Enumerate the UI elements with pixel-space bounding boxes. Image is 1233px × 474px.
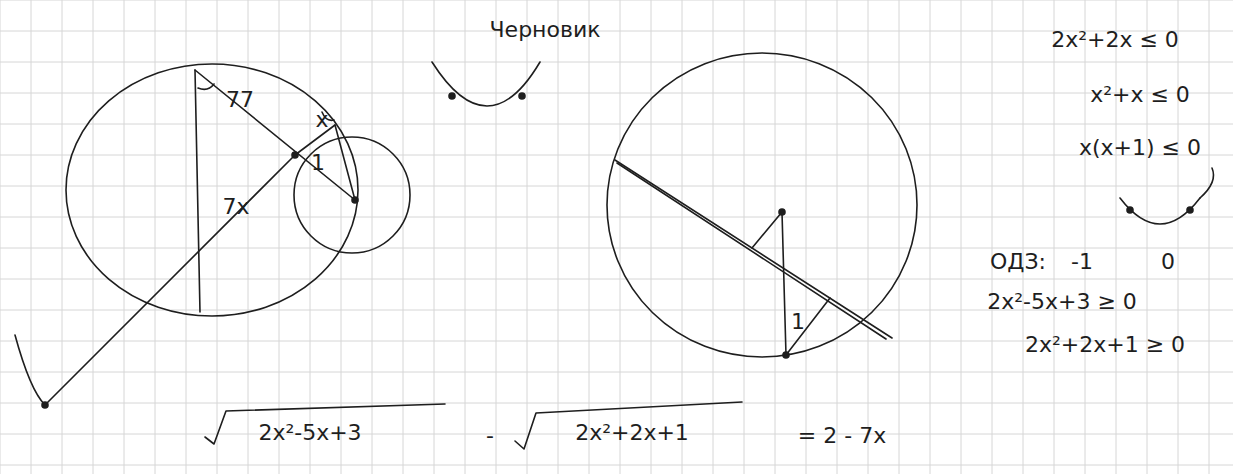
circle <box>607 53 917 357</box>
inequality: x(x+1) ≤ 0 <box>1079 136 1201 160</box>
point <box>779 209 785 215</box>
grid-line <box>0 31 1233 32</box>
grid-line <box>0 279 1233 280</box>
grid-line <box>0 124 1233 125</box>
domain-label: ОДЗ: <box>990 250 1046 274</box>
point <box>292 152 298 158</box>
segment-label: 7x <box>222 195 249 219</box>
point <box>42 402 48 408</box>
inequality: 2x²+2x ≤ 0 <box>1051 28 1179 52</box>
perpendicular <box>786 298 830 355</box>
parabola-sketch <box>432 62 540 106</box>
grid-line <box>0 217 1233 218</box>
title: Черновик <box>490 18 601 42</box>
chord <box>195 70 355 200</box>
inequality: 2x²+2x+1 ≥ 0 <box>1025 333 1185 357</box>
grid-line <box>0 62 1233 63</box>
point <box>352 197 358 203</box>
grid-line <box>0 465 1233 466</box>
segment <box>335 125 355 200</box>
segment-label: x <box>315 108 328 132</box>
segment-label: 1 <box>791 310 805 334</box>
grid-line <box>0 0 1233 1</box>
point <box>1127 207 1133 213</box>
grid-line <box>0 372 1233 373</box>
chord <box>195 70 200 312</box>
point <box>1187 207 1193 213</box>
small-circle <box>294 137 410 253</box>
perpendicular <box>752 212 782 248</box>
point <box>449 93 455 99</box>
operator: - <box>486 424 494 448</box>
point <box>783 352 789 358</box>
secant <box>45 155 295 405</box>
parabola-sketch <box>1120 198 1200 224</box>
grid-line <box>0 403 1233 404</box>
angle-label: 77 <box>226 88 254 112</box>
chord <box>615 160 892 338</box>
radicand: 2x²+2x+1 <box>575 421 689 445</box>
grid-line <box>0 248 1233 249</box>
radical-sign <box>515 402 742 449</box>
inequality: 2x²-5x+3 ≥ 0 <box>987 290 1137 314</box>
angle-mark <box>198 84 214 89</box>
point <box>519 93 525 99</box>
leader-line <box>1200 168 1214 198</box>
chord <box>617 163 886 339</box>
radicand: 2x²-5x+3 <box>258 421 361 445</box>
curve <box>15 335 45 405</box>
inequality: x²+x ≤ 0 <box>1090 83 1190 107</box>
segment-label: 1 <box>311 151 325 175</box>
radius <box>782 212 786 355</box>
equation-part: = 2 - 7x <box>798 424 886 448</box>
grid-line <box>0 93 1233 94</box>
big-circle <box>66 64 358 316</box>
grid-line <box>0 186 1233 187</box>
number: -1 <box>1071 250 1093 274</box>
number: 0 <box>1161 250 1175 274</box>
